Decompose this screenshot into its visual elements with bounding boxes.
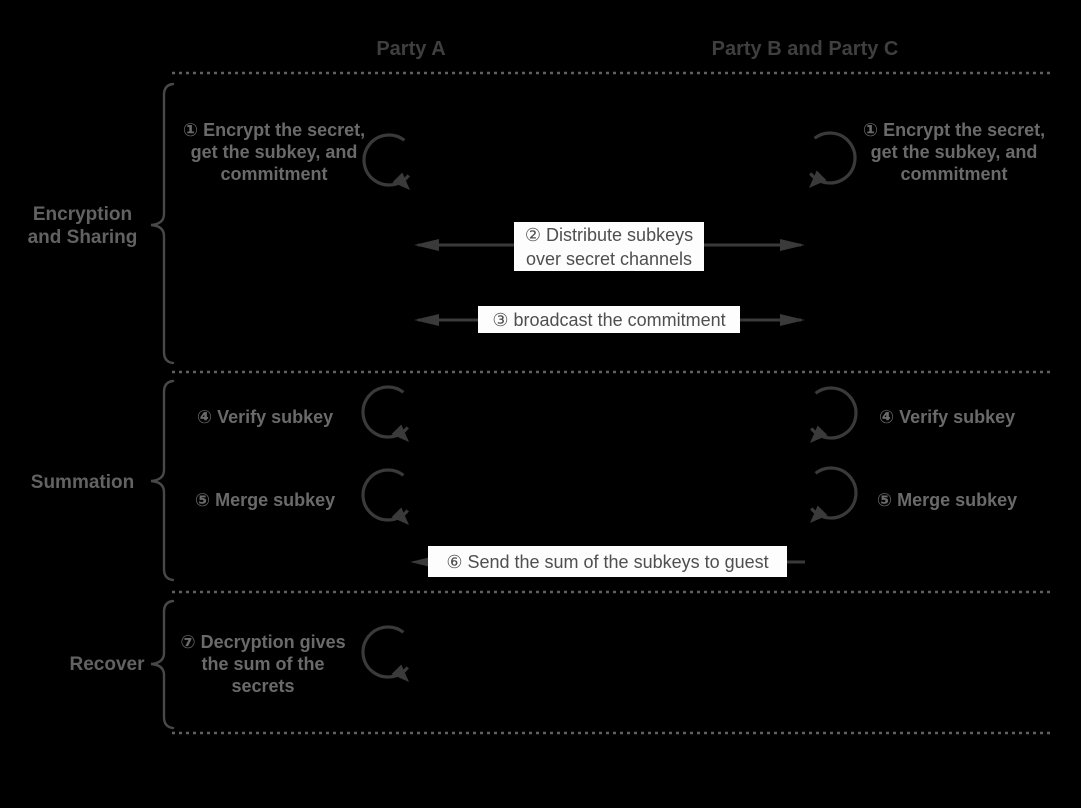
self-loop-arrow-merge-bc	[810, 466, 858, 523]
self-loop-arrow-encrypt-a	[362, 133, 410, 190]
self-loop-arrow-verify-bc	[810, 386, 858, 443]
phase-brace-encryption	[150, 82, 175, 365]
column-header-party-bc: Party B and Party C	[711, 38, 899, 60]
phase-brace-summation	[150, 379, 175, 582]
step-verify-party-bc: ④ Verify subkey	[878, 407, 1016, 427]
self-loop-arrow-encrypt-bc	[809, 131, 857, 188]
column-header-party-a: Party A	[376, 38, 446, 60]
step-verify-party-a: ④ Verify subkey	[196, 407, 334, 427]
message-label-distribute-subkeys: ② Distribute subkeys over secret channel…	[514, 222, 704, 271]
step-merge-party-a: ⑤ Merge subkey	[194, 490, 336, 510]
message-label-broadcast-commitment: ③ broadcast the commitment	[478, 306, 740, 333]
phase-label-recover: Recover	[69, 654, 145, 675]
step-merge-party-bc: ⑤ Merge subkey	[876, 490, 1018, 510]
step-encrypt-party-bc: ① Encrypt the secret, get the subkey, an…	[862, 120, 1046, 184]
self-loop-arrow-merge-a	[361, 468, 409, 525]
self-loop-arrow-decrypt-a	[361, 625, 409, 682]
step-encrypt-party-a: ① Encrypt the secret, get the subkey, an…	[182, 120, 366, 184]
message-label-send-sum: ⑥ Send the sum of the subkeys to guest	[428, 546, 787, 577]
phase-label-summation: Summation	[30, 472, 135, 493]
step-decrypt-party-a: ⑦ Decryption gives the sum of the secret…	[180, 632, 346, 696]
phase-brace-recover	[150, 599, 175, 730]
phase-label-encryption-sharing: Encryption and Sharing	[27, 204, 138, 248]
self-loop-arrow-verify-a	[361, 385, 409, 442]
